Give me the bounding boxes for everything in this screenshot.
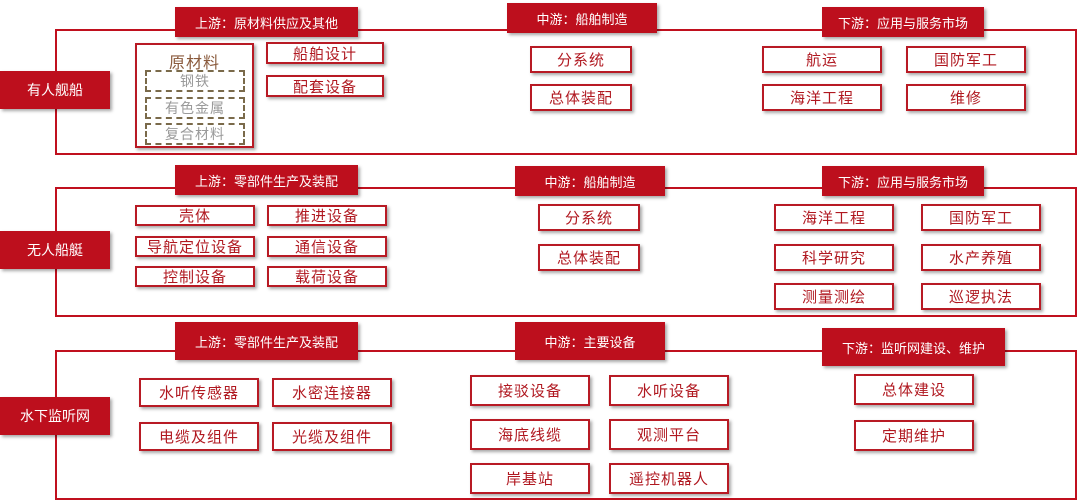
raw-material-steel: 钢铁 bbox=[145, 70, 245, 92]
raw-material-nonferrous: 有色金属 bbox=[145, 97, 245, 119]
underwater-hydrophone-sensor: 水听传感器 bbox=[139, 378, 259, 407]
unmanned-propulsion: 推进设备 bbox=[267, 205, 387, 226]
unmanned-midstream-header: 中游：船舶制造 bbox=[515, 166, 665, 196]
manned-maintenance: 维修 bbox=[906, 84, 1026, 111]
underwater-optical-cable-components: 光缆及组件 bbox=[272, 422, 392, 451]
unmanned-hull: 壳体 bbox=[135, 205, 255, 226]
row-label-unmanned: 无人船艇 bbox=[0, 231, 110, 269]
manned-midstream-header: 中游：船舶制造 bbox=[507, 3, 657, 33]
unmanned-control: 控制设备 bbox=[135, 266, 255, 287]
underwater-shore-station: 岸基站 bbox=[470, 463, 590, 494]
manned-subsystem: 分系统 bbox=[530, 46, 632, 73]
underwater-hydrophone-equipment: 水听设备 bbox=[609, 375, 729, 406]
manned-assembly: 总体装配 bbox=[530, 84, 632, 111]
underwater-docking-equipment: 接驳设备 bbox=[470, 375, 590, 406]
manned-upstream-header: 上游：原材料供应及其他 bbox=[175, 7, 358, 37]
unmanned-communication: 通信设备 bbox=[267, 236, 387, 257]
unmanned-subsystem: 分系统 bbox=[538, 204, 640, 231]
underwater-rov: 遥控机器人 bbox=[609, 463, 729, 494]
underwater-observation-platform: 观测平台 bbox=[609, 419, 729, 450]
unmanned-downstream-header: 下游：应用与服务市场 bbox=[822, 166, 984, 196]
unmanned-research: 科学研究 bbox=[774, 244, 894, 271]
raw-materials-title: 原材料 bbox=[168, 53, 220, 72]
unmanned-surveying: 测量测绘 bbox=[774, 283, 894, 310]
unmanned-payload: 载荷设备 bbox=[267, 266, 387, 287]
underwater-overall-construction: 总体建设 bbox=[854, 374, 974, 405]
manned-ship-design: 船舶设计 bbox=[266, 42, 384, 64]
row-label-underwater: 水下监听网 bbox=[0, 397, 110, 435]
manned-shipping: 航运 bbox=[762, 46, 882, 73]
underwater-cable-components: 电缆及组件 bbox=[139, 422, 259, 451]
unmanned-assembly: 总体装配 bbox=[538, 244, 640, 271]
underwater-downstream-header: 下游：监听网建设、维护 bbox=[822, 328, 1005, 366]
unmanned-upstream-header: 上游：零部件生产及装配 bbox=[175, 165, 358, 195]
manned-downstream-header: 下游：应用与服务市场 bbox=[822, 7, 984, 37]
manned-ocean-engineering: 海洋工程 bbox=[762, 84, 882, 111]
underwater-periodic-maintenance: 定期维护 bbox=[854, 420, 974, 451]
unmanned-defense: 国防军工 bbox=[921, 204, 1041, 231]
row-label-manned: 有人舰船 bbox=[0, 71, 110, 109]
unmanned-navigation: 导航定位设备 bbox=[135, 236, 255, 257]
underwater-watertight-connector: 水密连接器 bbox=[272, 378, 392, 407]
underwater-subsea-cable: 海底线缆 bbox=[470, 419, 590, 450]
manned-supporting-equipment: 配套设备 bbox=[266, 75, 384, 97]
unmanned-ocean-engineering: 海洋工程 bbox=[774, 204, 894, 231]
underwater-midstream-header: 中游：主要设备 bbox=[515, 322, 665, 360]
raw-material-composite: 复合材料 bbox=[145, 123, 245, 145]
unmanned-patrol: 巡逻执法 bbox=[921, 283, 1041, 310]
unmanned-aquaculture: 水产养殖 bbox=[921, 244, 1041, 271]
manned-defense: 国防军工 bbox=[906, 46, 1026, 73]
underwater-upstream-header: 上游：零部件生产及装配 bbox=[175, 322, 358, 360]
